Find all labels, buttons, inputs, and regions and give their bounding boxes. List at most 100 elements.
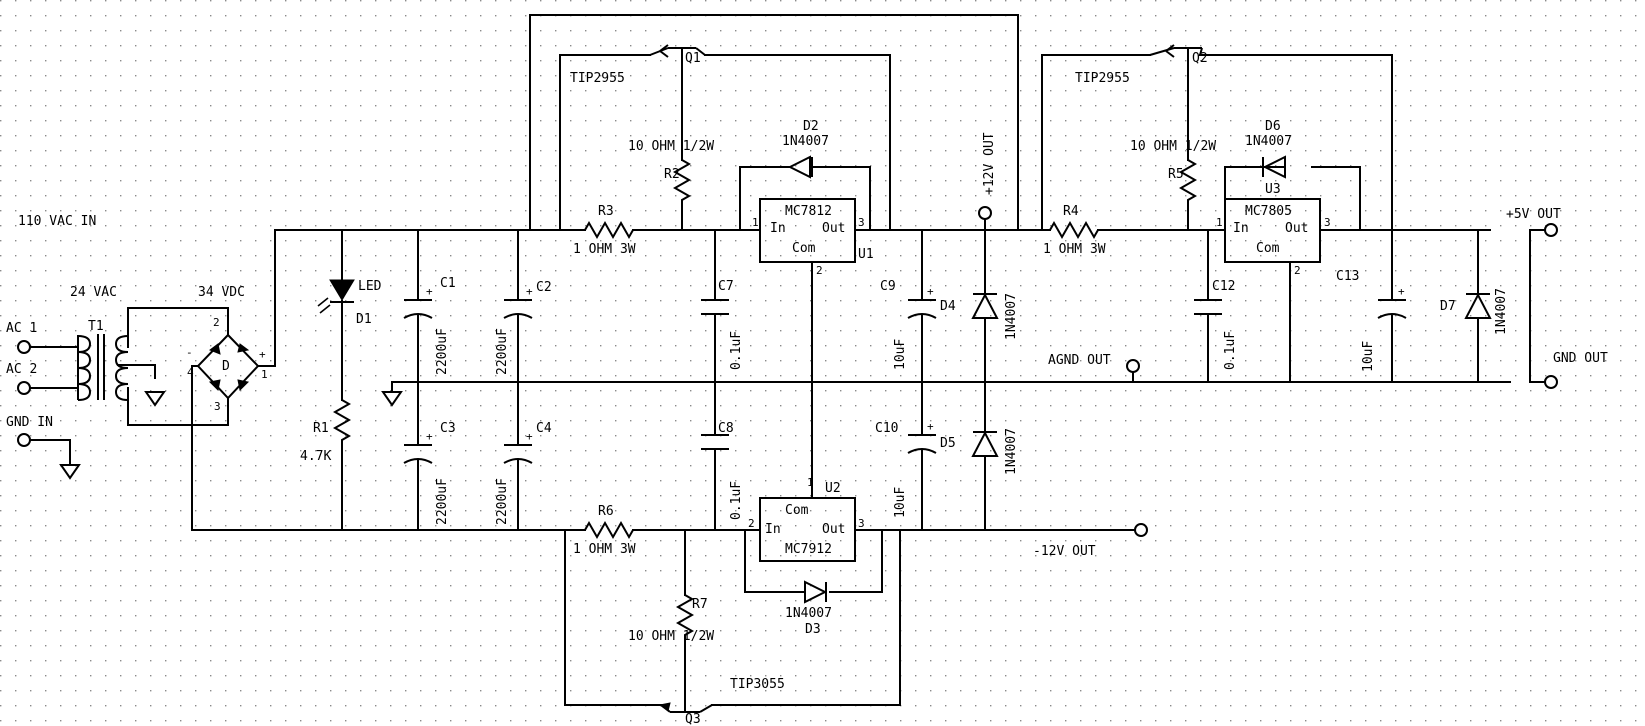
agnd-out-terminal <box>1126 359 1140 373</box>
d2-part: 1N4007 <box>782 134 829 149</box>
bridge-pin1: 1 <box>261 368 268 381</box>
filter-capacitors <box>403 299 533 464</box>
labels: 110 VAC IN AC 1 AC 2 GND IN 24 VAC 34 VD… <box>6 51 1608 726</box>
r6-ref: R6 <box>598 504 614 519</box>
c13-ref: C13 <box>1336 269 1359 284</box>
u1-pin3: 3 <box>858 216 865 229</box>
bridge-ref: D <box>222 359 230 374</box>
c10-plus: + <box>927 420 934 433</box>
pos12-out-label: +12V OUT <box>982 132 997 195</box>
u3-pin1: 1 <box>1216 216 1223 229</box>
d6-part: 1N4007 <box>1245 134 1292 149</box>
gnd-in-terminal <box>17 433 31 447</box>
r7-ref: R7 <box>692 597 708 612</box>
resistor-r1 <box>332 399 352 448</box>
r2-ref: R2 <box>664 167 680 182</box>
u1-in: In <box>770 221 786 236</box>
pos5-out-label: +5V OUT <box>1506 207 1561 222</box>
q2-ref: Q2 <box>1192 51 1208 66</box>
transformer-ref: T1 <box>88 319 104 334</box>
q1-ref: Q1 <box>685 51 701 66</box>
bridge-pin3: 3 <box>214 400 221 413</box>
led-ref: D1 <box>356 312 372 327</box>
u1-out: Out <box>822 221 845 236</box>
r5-value: 10 OHM 1/2W <box>1130 139 1216 154</box>
d6-ref: D6 <box>1265 119 1281 134</box>
u3-ref: U3 <box>1265 182 1281 197</box>
d3-part: 1N4007 <box>785 606 832 621</box>
u3-pin2: 2 <box>1294 264 1301 277</box>
neg12-stage <box>584 497 856 713</box>
c7-ref: C7 <box>718 279 734 294</box>
r1-value: 4.7K <box>300 449 331 464</box>
c9-ref: C9 <box>880 279 896 294</box>
u2-out: Out <box>822 522 845 537</box>
pos12-stage <box>584 44 999 457</box>
q1-part: TIP2955 <box>570 71 625 86</box>
c13-plus: + <box>1398 285 1405 298</box>
r4-value: 1 OHM 3W <box>1043 242 1106 257</box>
bridge-minus: - <box>186 346 193 359</box>
u1-pin2: 2 <box>816 264 823 277</box>
u3-in: In <box>1233 221 1249 236</box>
u1-ref: U1 <box>858 247 874 262</box>
led-label: LED <box>358 279 382 294</box>
d7-ref: D7 <box>1440 299 1456 314</box>
u2-pin3: 3 <box>858 517 865 530</box>
bridge-pin2: 2 <box>213 316 220 329</box>
u2-pin1: 1 <box>807 476 814 489</box>
u3-com: Com <box>1256 241 1280 256</box>
d7-part: 1N4007 <box>1494 288 1509 335</box>
c12-value: 0.1uF <box>1223 331 1238 370</box>
c8-value: 0.1uF <box>729 481 744 520</box>
pos5-stage <box>1049 44 1492 319</box>
ground-icon <box>381 391 403 407</box>
c1-plus: + <box>426 285 433 298</box>
c2-plus: + <box>526 285 533 298</box>
agnd-out-label: AGND OUT <box>1048 353 1111 368</box>
gnd-in-label: GND IN <box>6 415 53 430</box>
c8-ref: C8 <box>718 421 734 436</box>
rectified-voltage-label: 34 VDC <box>198 285 245 300</box>
d3-ref: D3 <box>805 622 821 637</box>
r3-ref: R3 <box>598 204 614 219</box>
led-d1 <box>317 279 355 320</box>
c2-value: 2200uF <box>495 328 510 375</box>
d4-part: 1N4007 <box>1004 293 1019 340</box>
ground-icon <box>59 464 81 480</box>
c4-plus: + <box>526 430 533 443</box>
pos12-out-terminal <box>978 206 992 220</box>
q3-ref: Q3 <box>685 712 701 726</box>
c3-plus: + <box>426 430 433 443</box>
neg12-out-terminal <box>1134 523 1148 537</box>
c1-ref: C1 <box>440 276 456 291</box>
u1-com: Com <box>792 241 816 256</box>
pos5-out-terminal <box>1544 223 1558 237</box>
u2-ref: U2 <box>825 481 841 496</box>
c12-ref: C12 <box>1212 279 1235 294</box>
c13-value: 10uF <box>1361 341 1376 372</box>
u2-part: MC7912 <box>785 542 832 557</box>
u2-in: In <box>765 522 781 537</box>
ac1-terminal <box>17 340 31 354</box>
c10-value: 10uF <box>893 487 908 518</box>
r7-value: 10 OHM 1/2W <box>628 629 714 644</box>
c2-ref: C2 <box>536 280 552 295</box>
neg12-out-label: -12V OUT <box>1033 544 1096 559</box>
transformer-voltage-label: 24 VAC <box>70 285 117 300</box>
d2-ref: D2 <box>803 119 819 134</box>
u2-pin2: 2 <box>748 517 755 530</box>
d4-ref: D4 <box>940 299 956 314</box>
ac2-terminal <box>17 381 31 395</box>
c9-value: 10uF <box>893 339 908 370</box>
gnd-out-terminal <box>1544 375 1558 389</box>
c10-ref: C10 <box>875 421 898 436</box>
c7-value: 0.1uF <box>729 331 744 370</box>
r3-value: 1 OHM 3W <box>573 242 636 257</box>
bridge-pin4: 4 <box>187 366 194 379</box>
u3-pin3: 3 <box>1324 216 1331 229</box>
c1-value: 2200uF <box>435 328 450 375</box>
transformer-t1 <box>77 334 129 401</box>
u1-part: MC7812 <box>785 204 832 219</box>
q2-part: TIP2955 <box>1075 71 1130 86</box>
